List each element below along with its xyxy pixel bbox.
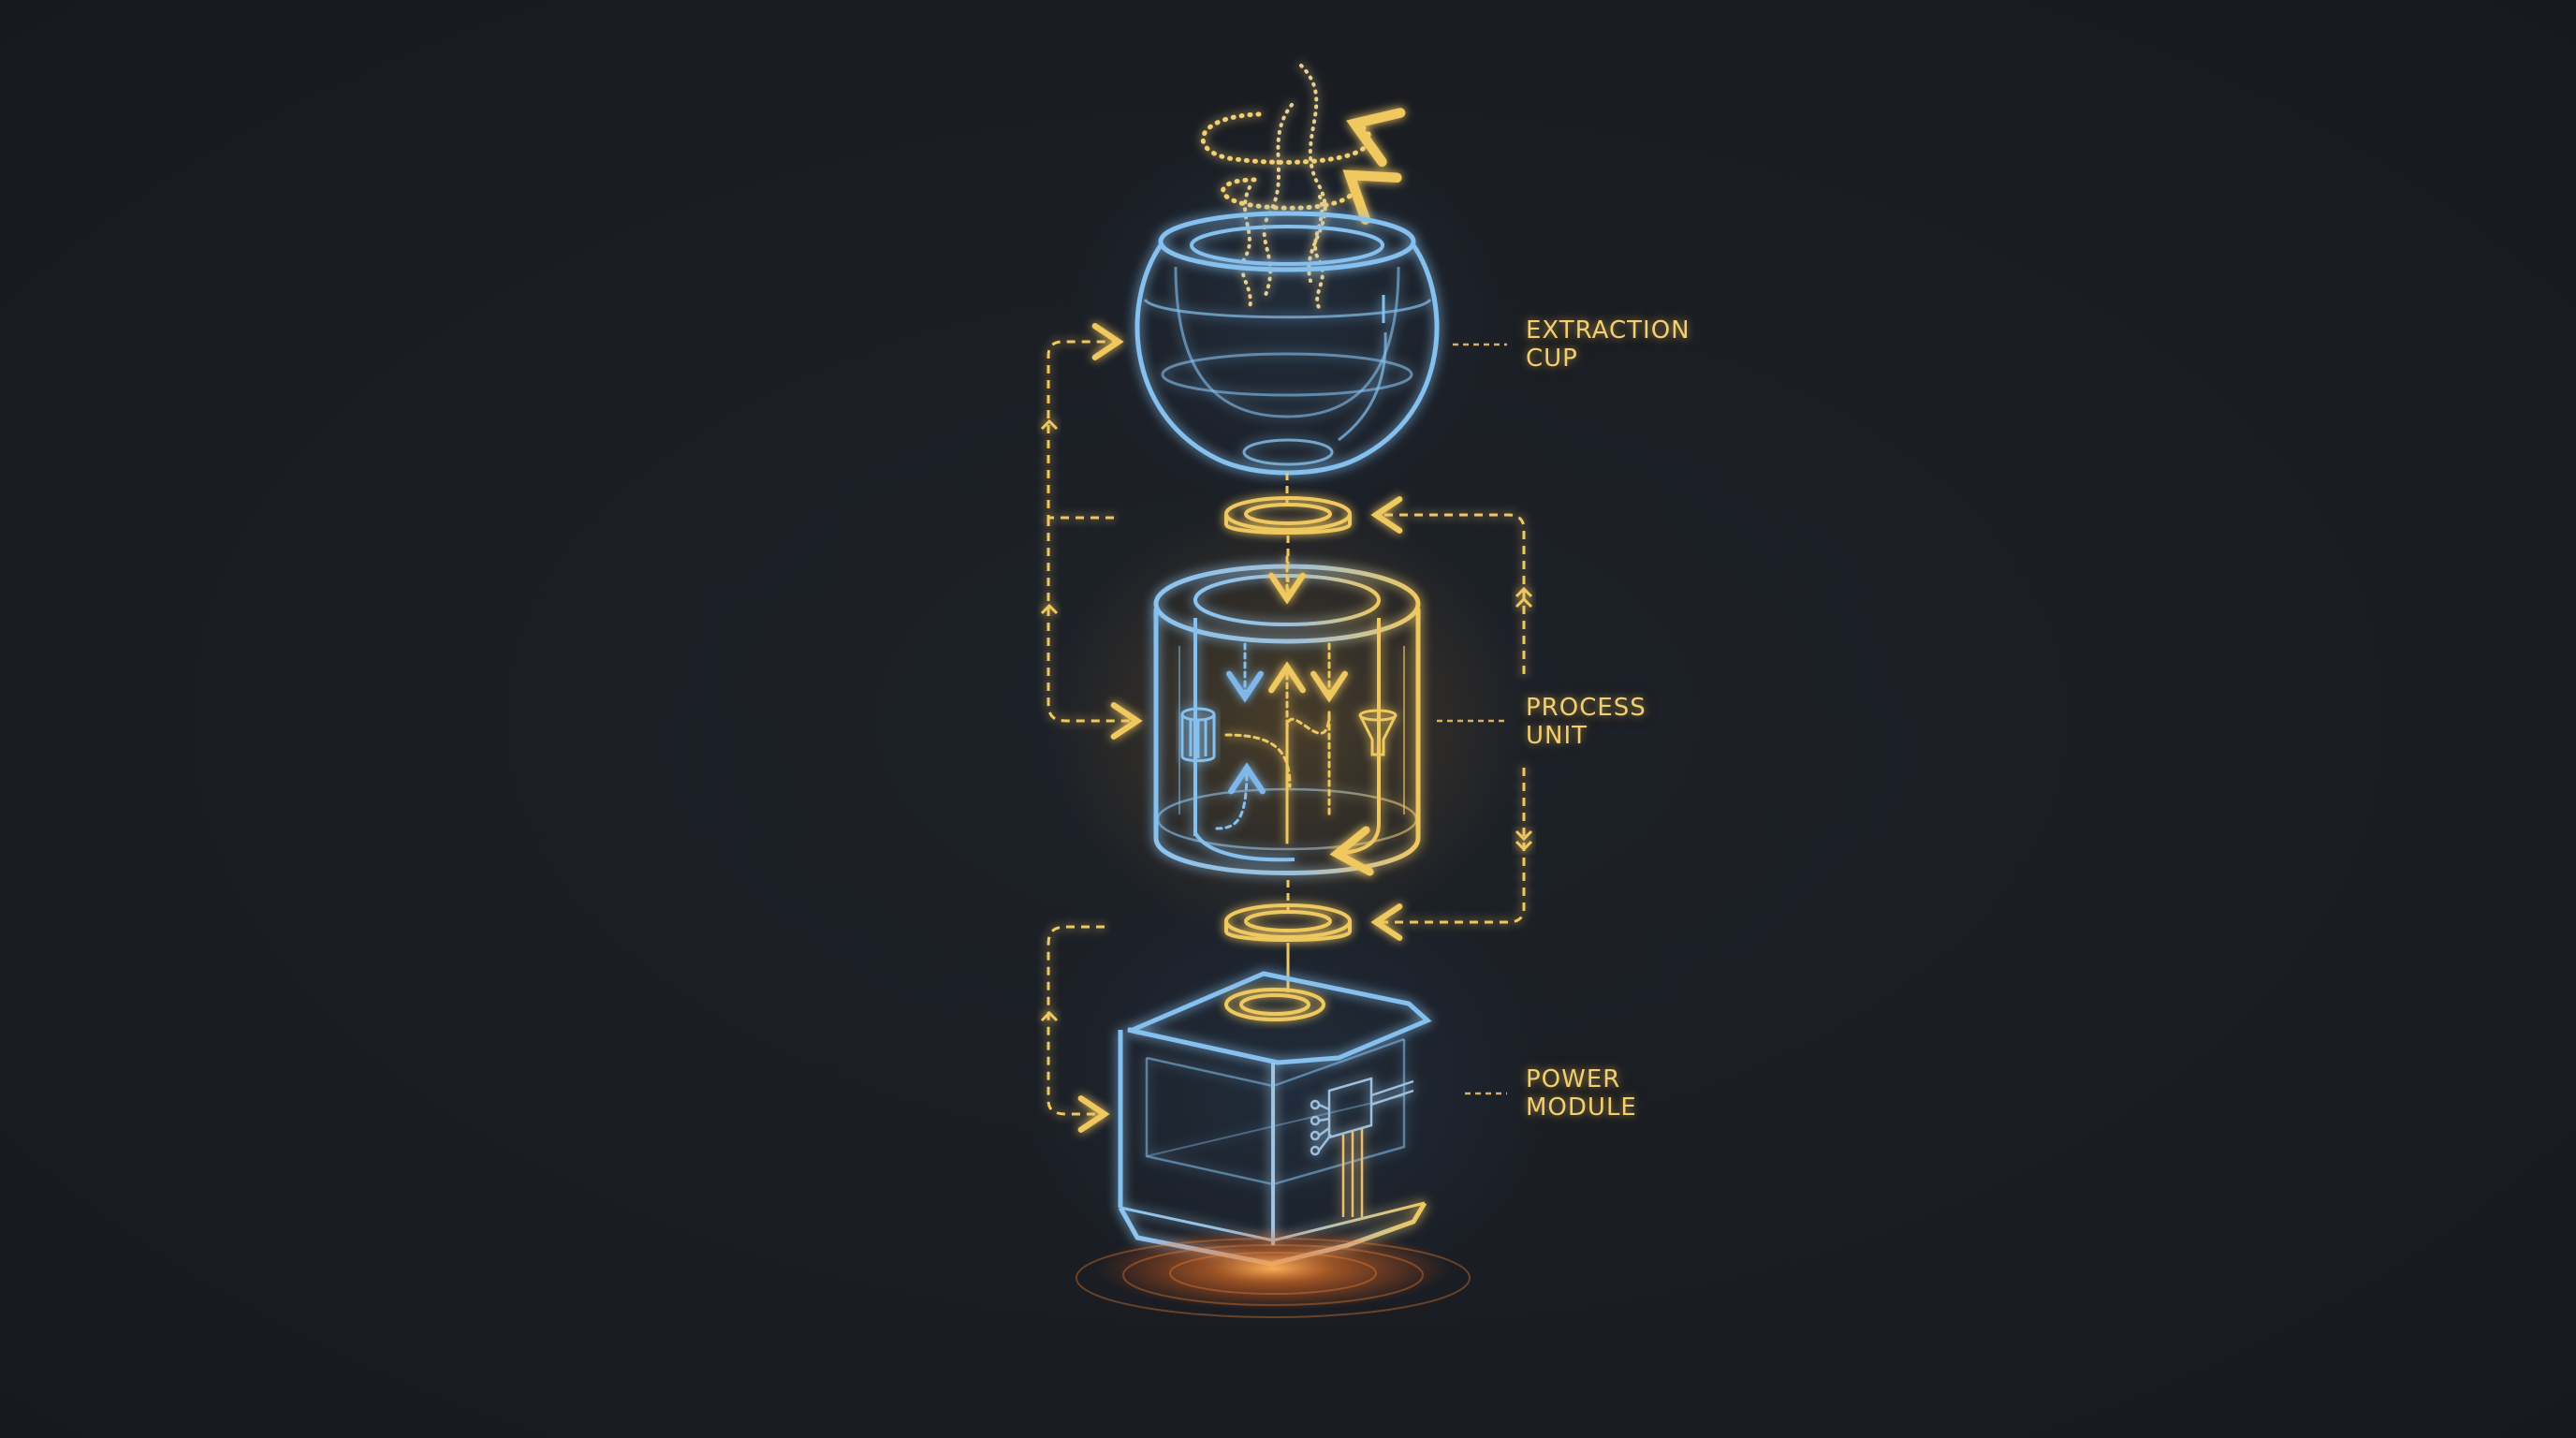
up-chevron-icon	[1040, 418, 1059, 1022]
label-line: MODULE	[1526, 1093, 1637, 1122]
extraction-cup	[1134, 211, 1440, 476]
label-line: PROCESS	[1526, 694, 1647, 722]
label-process-unit: PROCESS UNIT	[1526, 694, 1647, 750]
label-extraction-cup: EXTRACTION CUP	[1526, 316, 1690, 373]
label-line: EXTRACTION	[1526, 316, 1690, 345]
flow-up-arrow-icon	[1215, 762, 1266, 830]
flow-return-arrow-icon	[1329, 822, 1381, 876]
funnel-icon	[1358, 709, 1398, 756]
circuit-board-icon	[1310, 1077, 1414, 1217]
leader-lines	[1437, 343, 1507, 1095]
left-feedback-loop	[1046, 323, 1143, 1133]
flow-up-arrow-icon	[1285, 711, 1331, 844]
process-unit	[1153, 564, 1421, 875]
swirl-arrows-icon	[1200, 108, 1406, 225]
label-power-module: POWER MODULE	[1526, 1065, 1637, 1122]
filter-canister-icon	[1180, 707, 1216, 762]
power-coil-icon	[1224, 988, 1325, 1021]
heat-glow	[1095, 1226, 1451, 1311]
double-up-chevron-icon	[1515, 586, 1533, 609]
label-line: CUP	[1526, 345, 1578, 373]
label-line: POWER	[1526, 1065, 1621, 1093]
label-line: UNIT	[1526, 722, 1588, 750]
lower-ring-connector	[1224, 903, 1352, 942]
upper-ring-connector	[1224, 496, 1352, 535]
double-down-chevron-icon	[1515, 829, 1533, 852]
flow-curve-path	[1224, 733, 1292, 788]
right-feedback-loop	[1370, 496, 1526, 941]
